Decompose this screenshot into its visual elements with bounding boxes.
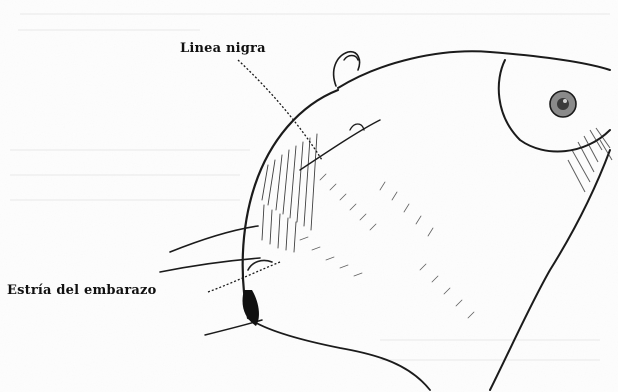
estria-label: Estría del embarazo — [7, 283, 156, 298]
areola — [550, 91, 576, 117]
linea-nigra-label: Linea nigra — [180, 41, 266, 56]
